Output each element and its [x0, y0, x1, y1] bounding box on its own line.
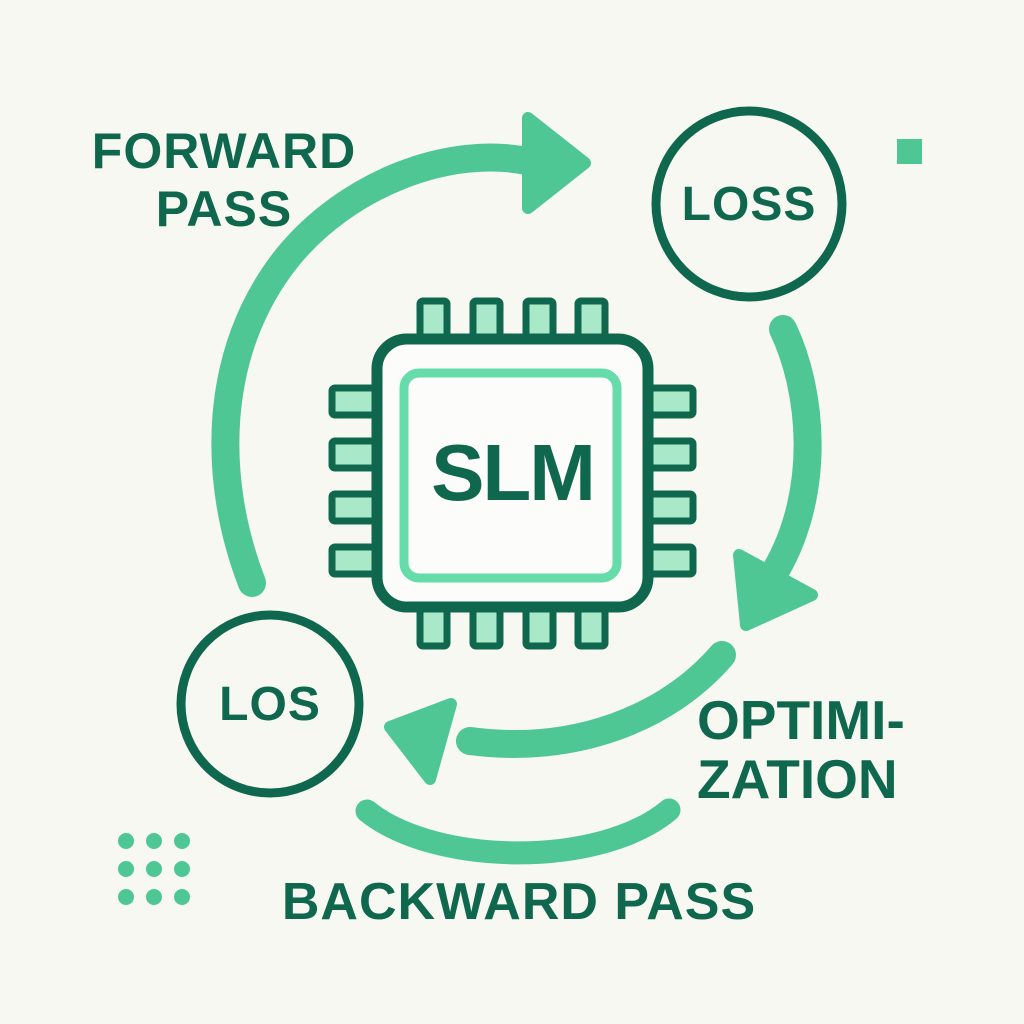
left-arrowhead-icon: [384, 698, 457, 785]
backward-pass-arc: [355, 798, 681, 865]
accent-square-icon: [897, 139, 922, 164]
loss-node-bottom-circle: [176, 610, 364, 798]
dot-grid-icon: [118, 833, 190, 905]
loss-to-optimization-arc: [762, 315, 822, 584]
forward-pass-line2: PASS: [155, 181, 293, 237]
optimization-line2: ZATION: [697, 748, 898, 810]
loss-node-top-circle: [651, 106, 847, 302]
right-arrowhead-icon: [522, 112, 591, 214]
slm-chip-icon: [328, 297, 697, 650]
optimization-label: OPTIMI- ZATION: [697, 691, 905, 809]
forward-pass-arc: [211, 143, 546, 597]
backward-pass-label: BACKWARD PASS: [281, 873, 757, 931]
optimization-line1: OPTIMI-: [697, 689, 905, 751]
chip-body: [371, 333, 654, 613]
optimization-to-loss-arc: [456, 641, 736, 758]
chip-core: [399, 368, 622, 583]
down-arrowhead-icon: [733, 549, 818, 631]
forward-pass-line1: FORWARD: [91, 123, 357, 179]
loss-node-bottom-label: LOS: [219, 677, 321, 731]
loss-node-top-label: LOSS: [681, 177, 817, 231]
slm-chip-label: SLM: [431, 428, 596, 517]
forward-pass-label: FORWARD PASS: [44, 122, 404, 238]
